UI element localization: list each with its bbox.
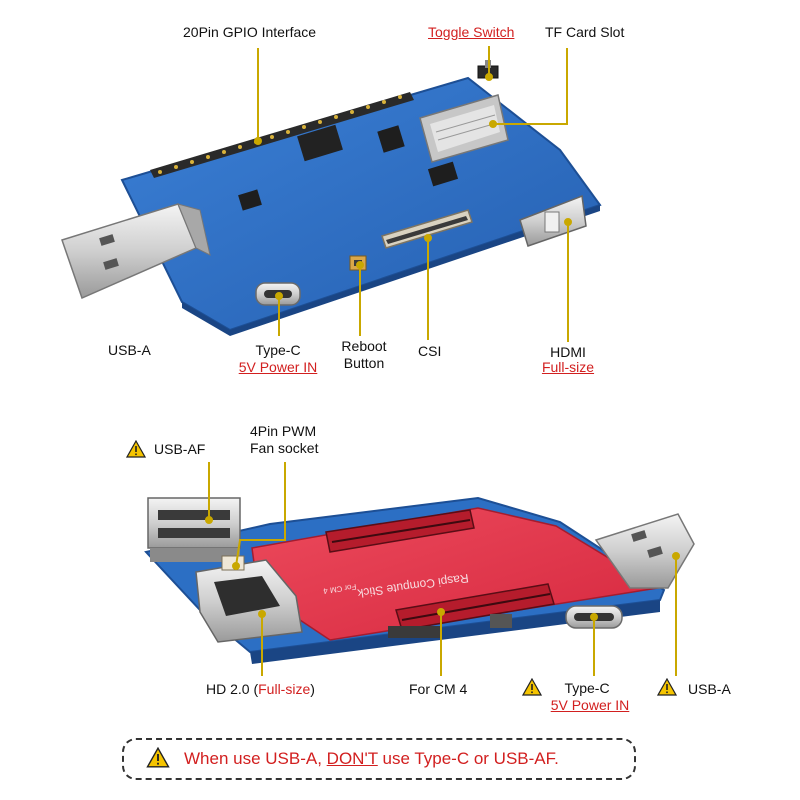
- reboot-label-line1: Reboot: [341, 338, 387, 354]
- top-hdmi-port: [519, 194, 587, 247]
- csi-connector: [381, 209, 473, 249]
- hd-size-label: Full-size: [258, 681, 311, 697]
- top-board: [61, 60, 602, 336]
- bottom-typec-label: Type-C: [564, 680, 610, 696]
- top-typec-label: Type-C: [255, 342, 301, 358]
- bottom-board: Raspi Compute Stick For CM 4: [144, 496, 695, 664]
- bottom-usba-label: USB-A: [688, 681, 731, 697]
- top-usba-plug: [61, 203, 211, 300]
- hdmi-size-label: Full-size: [541, 359, 595, 375]
- bottom-callout-lines: [205, 462, 680, 676]
- tf-card-slot: [419, 94, 509, 163]
- top-usba-label: USB-A: [108, 342, 151, 358]
- toggle-switch-label: Toggle Switch: [428, 24, 515, 40]
- bottom-usba-plug: [594, 513, 695, 589]
- bottom-hdmi-port: [195, 559, 303, 643]
- gpio-header: [150, 92, 414, 178]
- warning-icon: [126, 440, 146, 458]
- fan-label-line1: 4Pin PWM: [250, 423, 317, 439]
- csi-label: CSI: [418, 343, 442, 359]
- warning-icon: [146, 747, 170, 768]
- usb-af-port: [147, 497, 241, 562]
- warning-note-text: When use USB-A, DON'T use Type-C or USB-…: [184, 749, 559, 768]
- reboot-label-line2: Button: [343, 355, 385, 371]
- usbaf-label: USB-AF: [154, 441, 206, 457]
- dont-text: DON'T: [326, 749, 378, 768]
- gpio-label: 20Pin GPIO Interface: [183, 24, 317, 40]
- bottom-typec-power-label: 5V Power IN: [550, 697, 630, 713]
- warning-icon: [522, 678, 542, 696]
- top-callout-lines: [254, 46, 572, 342]
- top-typec-power-label: 5V Power IN: [238, 359, 318, 375]
- cm4-label: For CM 4: [409, 681, 468, 697]
- hdmi-label: HDMI: [550, 344, 586, 360]
- tf-card-label: TF Card Slot: [545, 24, 625, 40]
- hd-label: HD 2.0 (Full-size): [206, 681, 315, 697]
- warning-note-box: [122, 738, 636, 780]
- fan-label-line2: Fan socket: [250, 440, 319, 456]
- warning-icon: [657, 678, 677, 696]
